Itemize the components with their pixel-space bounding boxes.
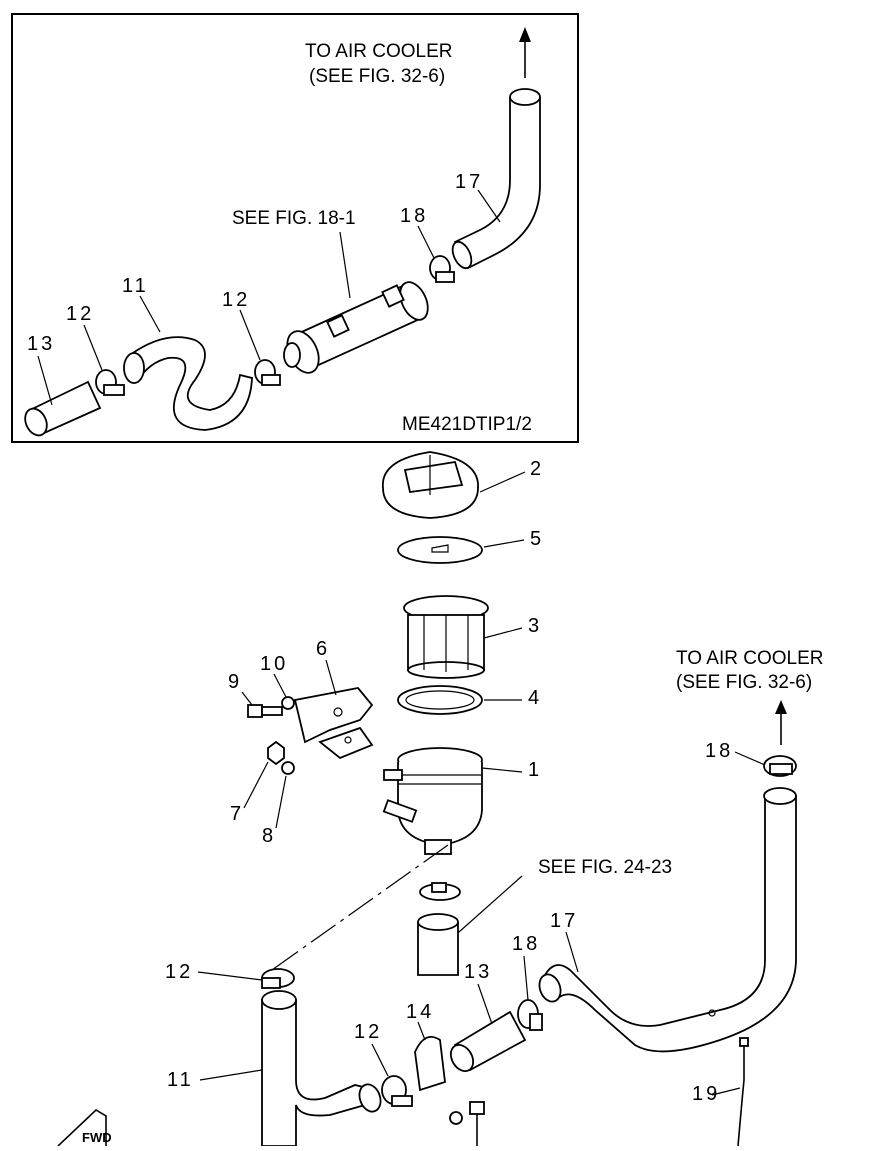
- inset-callout-13: 13: [27, 333, 55, 355]
- callout-10: 10: [260, 653, 288, 675]
- callout-2: 2: [530, 458, 544, 480]
- gasket: [397, 536, 483, 564]
- hose-11: [261, 990, 382, 1147]
- nut-7: [267, 740, 285, 766]
- clamp-body-outlet: [419, 882, 461, 901]
- main-air-cooler-ref: (SEE FIG. 32-6): [676, 672, 812, 693]
- inset-hose-11: [123, 336, 253, 431]
- fwd-label: FWD: [82, 1130, 112, 1145]
- washer-bottom: [449, 1111, 463, 1125]
- callout-5: 5: [530, 528, 544, 550]
- callout-13: 13: [464, 961, 492, 983]
- inset-callout-11: 11: [122, 275, 149, 297]
- inset-clamp-18: [429, 255, 455, 283]
- inset-flow-arrow: [519, 27, 531, 78]
- callout-14: 14: [406, 1001, 434, 1023]
- pipe-13: [449, 1010, 527, 1073]
- inset-callout-18: 18: [400, 205, 428, 227]
- inset-callout-12-left: 12: [66, 303, 94, 325]
- callout-1: 1: [528, 759, 542, 781]
- o-ring: [397, 685, 483, 715]
- hose-bracket-14: [414, 1036, 446, 1092]
- main-air-cooler-label: TO AIR COOLER: [676, 648, 823, 669]
- callout-3: 3: [528, 615, 542, 637]
- bolt-9: [247, 704, 283, 718]
- clamp-12-lower: [381, 1075, 413, 1107]
- alignment-line: [271, 844, 449, 971]
- clamp-12-left: [261, 968, 295, 989]
- inset-pipe-13: [24, 380, 102, 437]
- outlet-pipe: [417, 913, 459, 976]
- inset-clamp-12-right: [254, 359, 281, 386]
- callout-12-left: 12: [165, 961, 193, 983]
- inset-hose-17: [451, 88, 541, 270]
- washer-10: [281, 696, 295, 710]
- callout-9: 9: [228, 671, 242, 693]
- inset-clamp-12-left: [95, 369, 125, 396]
- hose-17: [538, 787, 797, 1053]
- callout-11: 11: [167, 1069, 194, 1091]
- inset-air-cooler-ref: (SEE FIG. 32-6): [309, 66, 445, 87]
- main-flow-arrow: [775, 700, 787, 745]
- inset-diagram-code: ME421DTIP1/2: [402, 414, 532, 435]
- strainer-body: [382, 747, 483, 855]
- strainer-cap: [382, 451, 479, 519]
- clamp-18-upper: [763, 755, 797, 777]
- callout-6: 6: [316, 638, 330, 660]
- fwd-direction-mark: FWD: [57, 1109, 112, 1147]
- callout-8: 8: [262, 825, 276, 847]
- inset-callout-12-right: 12: [222, 289, 250, 311]
- inset-air-cooler-label: TO AIR COOLER: [305, 41, 452, 62]
- sensor-wire-19: [737, 1037, 749, 1147]
- inset-see-fig-18-1: SEE FIG. 18-1: [232, 208, 356, 229]
- inset-heat-exchanger: [283, 281, 429, 374]
- see-fig-24-23: SEE FIG. 24-23: [538, 857, 672, 878]
- callout-4: 4: [528, 687, 542, 709]
- callout-18-lower: 18: [512, 933, 540, 955]
- callout-7: 7: [230, 803, 244, 825]
- bolt-bottom: [469, 1101, 485, 1146]
- strainer-element: [403, 595, 489, 679]
- washer-8: [281, 761, 295, 775]
- callout-18-upper: 18: [705, 740, 733, 762]
- callout-17: 17: [550, 910, 578, 932]
- mounting-bracket: [293, 687, 374, 760]
- callout-19: 19: [692, 1083, 720, 1105]
- clamp-18-lower: [517, 999, 543, 1031]
- inset-frame: [11, 13, 579, 443]
- callout-12-lower: 12: [354, 1021, 382, 1043]
- inset-callout-17: 17: [455, 171, 483, 193]
